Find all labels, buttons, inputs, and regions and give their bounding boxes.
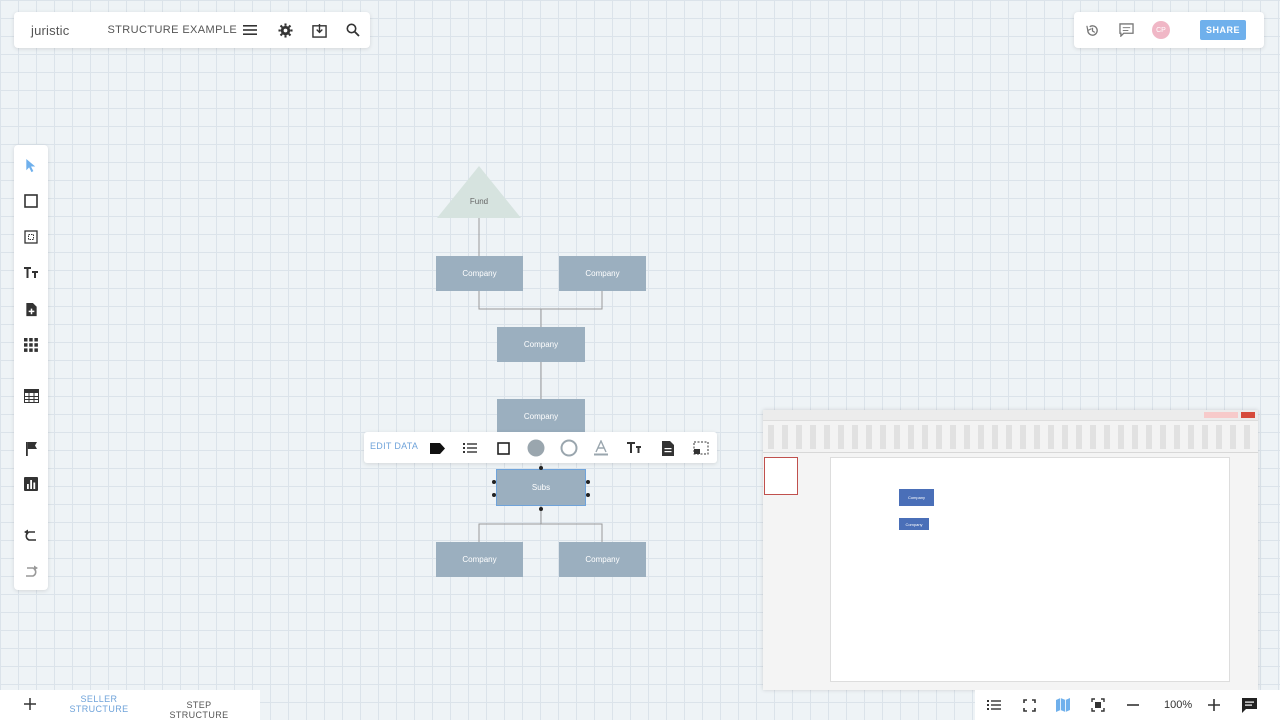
text-color-icon[interactable] [591, 438, 611, 458]
bottom-tab-bar: SELLER STRUCTURE STEP STRUCTURE [0, 690, 260, 720]
add-document-icon[interactable] [21, 299, 41, 319]
fit-screen-icon[interactable] [1019, 695, 1039, 715]
resize-handle[interactable] [539, 507, 543, 511]
company-node[interactable]: Company [497, 399, 585, 434]
edit-data-button[interactable]: EDIT DATA [370, 441, 419, 451]
history-icon[interactable] [1082, 20, 1102, 40]
overlay-company-node[interactable]: Company [898, 488, 935, 507]
overlay-window[interactable]: Company Company [763, 410, 1258, 690]
company-node[interactable]: Company [436, 542, 523, 577]
app-logo[interactable]: juristic [31, 22, 70, 38]
share-button[interactable]: SHARE [1200, 20, 1246, 40]
node-label: Company [523, 412, 559, 421]
document-icon[interactable] [658, 438, 678, 458]
tab-seller-structure[interactable]: SELLER STRUCTURE [62, 694, 136, 714]
node-label: Company [585, 269, 620, 278]
square-icon[interactable] [21, 191, 41, 211]
undo-icon[interactable] [21, 525, 41, 545]
document-title[interactable]: STRUCTURE EXAMPLE [107, 24, 238, 36]
node-context-toolbar: EDIT DATA [364, 432, 717, 463]
company-node[interactable]: Company [559, 256, 646, 291]
gear-icon[interactable] [275, 20, 295, 40]
resize-handle[interactable] [492, 493, 496, 497]
zoom-out-icon[interactable] [1123, 695, 1143, 715]
pointer-icon[interactable] [21, 155, 41, 175]
tab-step-structure[interactable]: STEP STRUCTURE [158, 700, 240, 720]
search-icon[interactable] [343, 20, 363, 40]
zoom-level[interactable]: 100% [1164, 699, 1193, 711]
resize-handle[interactable] [586, 493, 590, 497]
select-area-icon[interactable] [691, 438, 711, 458]
top-toolbar: juristic STRUCTURE EXAMPLE [14, 12, 370, 48]
list-icon[interactable] [460, 438, 480, 458]
flag-icon[interactable] [21, 438, 41, 458]
node-label: Company [462, 269, 497, 278]
selected-subs-node[interactable]: Subs [496, 469, 586, 506]
zoom-in-icon[interactable] [1204, 695, 1224, 715]
circle-outline-icon[interactable] [559, 438, 579, 458]
resize-handle[interactable] [539, 466, 543, 470]
company-node[interactable]: Company [559, 542, 646, 577]
focus-icon[interactable] [1088, 695, 1108, 715]
fund-node-shape[interactable] [437, 166, 521, 218]
overlay-ribbon [763, 410, 1258, 453]
bottom-right-controls: 100% [975, 690, 1280, 720]
resize-handle[interactable] [586, 480, 590, 484]
tab-label-line2: STRUCTURE [69, 704, 129, 714]
overlay-node-label: Company [905, 521, 923, 527]
node-label: Company [585, 555, 620, 564]
top-right-toolbar: CP SHARE [1074, 12, 1264, 48]
node-edit-text[interactable]: Subs [531, 483, 551, 492]
tag-icon[interactable] [427, 438, 447, 458]
resize-handle[interactable] [492, 480, 496, 484]
chat-icon[interactable] [1239, 695, 1259, 715]
filled-circle-icon[interactable] [526, 438, 546, 458]
overlay-node-label: Company [907, 495, 926, 500]
connector-subs-companies [478, 506, 603, 542]
add-tab-icon[interactable] [22, 696, 38, 712]
node-label: Company [523, 340, 559, 349]
frame-icon[interactable] [21, 227, 41, 247]
left-toolbar [14, 145, 48, 590]
text-size-icon[interactable] [624, 438, 644, 458]
table-icon[interactable] [21, 386, 41, 406]
list-icon[interactable] [984, 695, 1004, 715]
redo-icon[interactable] [21, 561, 41, 581]
company-node[interactable]: Company [497, 327, 585, 362]
node-label: Company [462, 555, 497, 564]
connector-companies-merge [478, 291, 603, 327]
menu-icon[interactable] [240, 20, 260, 40]
tab-label-line1: SELLER [80, 694, 118, 704]
slide-thumbnail[interactable] [764, 457, 798, 495]
map-icon[interactable] [1053, 695, 1073, 715]
square-outline-icon[interactable] [493, 438, 513, 458]
overlay-company-node[interactable]: Company [899, 518, 929, 530]
download-icon[interactable] [309, 20, 329, 40]
tab-label: STEP STRUCTURE [169, 700, 229, 720]
text-icon[interactable] [21, 263, 41, 283]
grid-icon[interactable] [21, 335, 41, 355]
comment-icon[interactable] [1116, 20, 1136, 40]
user-avatar[interactable]: CP [1152, 21, 1170, 39]
slide-canvas[interactable]: Company Company [830, 457, 1230, 682]
chart-icon[interactable] [21, 474, 41, 494]
company-node[interactable]: Company [436, 256, 523, 291]
